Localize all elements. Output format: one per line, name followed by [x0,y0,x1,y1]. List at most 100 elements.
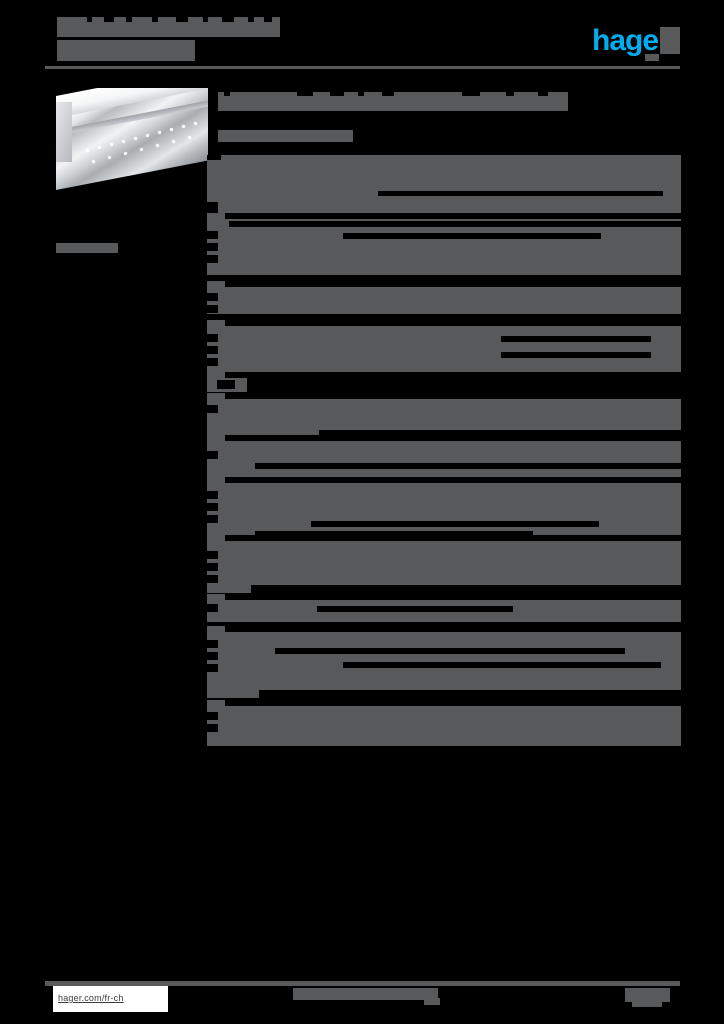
table-section-gap [207,537,681,541]
product-perforation-dot [170,128,173,131]
table-section-gap [207,479,681,483]
row-label-tab [207,393,225,399]
redacted-text-gap [207,231,218,239]
redacted-text-gap [207,652,218,660]
product-perforation-dot [146,134,149,137]
footer-page-number-line2 [632,1001,662,1007]
redacted-text-gap [207,451,218,459]
redacted-text-gap [207,346,218,354]
redacted-text-gap [207,305,218,313]
redacted-text-gap [378,191,663,196]
heading-notch [506,92,514,96]
product-perforation-dot [86,149,89,152]
redacted-text-gap [275,648,625,654]
redacted-text-gap [207,724,218,732]
redacted-text-gap [207,515,218,523]
cable-trunking-product-photo [56,88,209,204]
heading-notch [297,92,313,96]
table-row [207,594,681,622]
footer-center-text-overflow [424,998,440,1005]
heading-notch [224,92,230,96]
heading-notch [330,92,344,96]
product-perforation-dot [98,146,101,149]
redacted-text-gap [207,293,218,301]
product-perforation-dot [140,148,143,151]
title-notch [176,17,188,22]
table-row [207,477,681,535]
redacted-text-gap [207,640,218,648]
product-perforation-dot [108,156,111,159]
footer-url-box [53,986,168,1012]
redacted-text-gap [343,662,661,668]
title-notch [248,17,254,22]
redacted-text-gap [255,531,533,535]
hager-logo: hager [592,24,670,57]
heading-notch [382,92,394,96]
table-row [207,320,681,372]
table-row [207,700,681,746]
footer-page-number [625,988,670,1002]
redacted-text-gap [251,585,681,593]
redacted-text-gap [207,491,218,499]
redacted-text-gap [229,221,681,227]
row-label-tab [207,594,225,600]
product-perforation-dot [172,140,175,143]
title-notch [264,17,272,22]
redacted-text-gap [207,155,221,160]
redacted-text-gap [207,563,218,571]
redacted-text-gap [207,358,218,366]
table-section-gap [207,700,681,706]
product-perforation-dot [122,140,125,143]
product-perforation-dot [92,160,95,163]
table-section-gap [207,437,681,441]
heading-notch [462,92,480,96]
product-perforation-dot [182,125,185,128]
redacted-text-gap [207,405,218,413]
redacted-text-gap [311,521,599,527]
row-label-tab [207,281,225,287]
specification-table [207,155,681,748]
row-label-tab [207,213,225,219]
footer-divider [45,981,680,986]
table-row [207,155,681,213]
redacted-text-gap [207,334,218,342]
redacted-text-gap [319,430,681,435]
heading-notch [538,92,548,96]
title-notch [195,37,205,41]
table-section-gap [207,595,681,600]
redacted-text-gap [207,202,218,213]
table-row [207,372,681,392]
footer-center-text [293,988,438,1000]
title-notch [203,17,208,22]
table-row [207,281,681,314]
title-notch [222,17,234,22]
row-label-tab [207,372,225,378]
product-perforation-dot [124,152,127,155]
redacted-text-gap [207,604,218,612]
redacted-text-gap [501,352,651,358]
product-perforation-dot [134,137,137,140]
table-row [207,393,681,435]
redacted-text-gap [259,690,681,698]
table-section-gap [207,277,681,287]
header-divider [45,66,680,69]
row-label-tab [207,700,225,706]
document-subtitle [57,40,195,61]
row-label-tab [207,535,225,541]
redacted-text-gap [207,503,218,511]
table-row [207,213,681,275]
redacted-text-gap [501,336,651,342]
logo-foot [645,54,659,61]
table-section-gap [207,215,681,219]
product-perforation-dot [156,144,159,147]
redacted-text-gap [343,233,601,239]
product-perforation-dot [110,143,113,146]
row-label-tab [207,477,225,483]
table-section-gap [207,394,681,399]
redacted-text-gap [207,575,218,583]
product-end-face [56,102,72,162]
redacted-text-gap [217,380,235,389]
footer-url-link[interactable]: hager.com/fr-ch [58,993,124,1003]
redacted-text-gap [317,606,513,612]
row-label-tab [207,435,225,441]
